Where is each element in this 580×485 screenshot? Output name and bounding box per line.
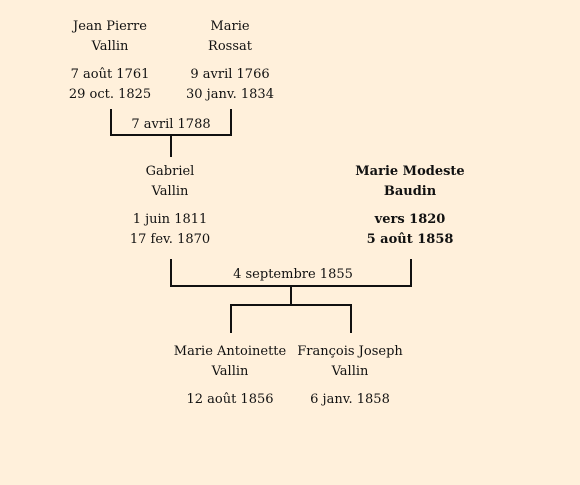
last-name: Baudin [383,184,437,199]
connector-mother-down [410,259,412,287]
death-date: 17 fev. 1870 [129,232,211,247]
last-name: Vallin [331,364,369,379]
person-marie-modeste-baudin: Marie Modeste Baudin vers 1820 5 août 18… [335,162,485,250]
birth-date: 9 avril 1766 [190,67,270,82]
last-name: Vallin [151,184,189,199]
connector-parents-child [290,285,292,305]
first-name: Gabriel [145,164,195,179]
connector-grandparents-child [170,134,172,157]
person-jean-pierre-vallin: Jean Pierre Vallin 7 août 1761 29 oct. 1… [35,17,185,105]
birth-date: 6 janv. 1858 [310,392,390,407]
connector-child-2-down [350,304,352,333]
first-name: Jean Pierre [73,19,147,34]
connector-father-down [170,259,172,287]
first-name: Marie Modeste [355,164,465,179]
birth-date: 1 juin 1811 [132,212,208,227]
death-date: 29 oct. 1825 [68,87,152,102]
connector-children-bar [230,304,352,306]
first-name: Marie Antoinette [173,344,287,359]
connector-grandmother-down [230,109,232,136]
first-name: François Joseph [297,344,403,359]
death-date: 5 août 1858 [366,232,454,247]
last-name: Rossat [208,39,252,54]
connector-child-1-down [230,304,232,333]
marriage-date-grandparents: 7 avril 1788 [124,117,218,133]
birth-date: vers 1820 [374,212,446,227]
marriage-date-parents: 4 septembre 1855 [228,267,358,283]
death-date: 30 janv. 1834 [186,87,274,102]
person-marie-rossat: Marie Rossat 9 avril 1766 30 janv. 1834 [155,17,305,105]
last-name: Vallin [211,364,249,379]
person-francois-joseph-vallin: François Joseph Vallin 6 janv. 1858 [275,342,425,410]
person-gabriel-vallin: Gabriel Vallin 1 juin 1811 17 fev. 1870 [95,162,245,250]
person-marie-antoinette-vallin: Marie Antoinette Vallin 12 août 1856 [155,342,305,410]
connector-grandfather-down [110,109,112,136]
last-name: Vallin [91,39,129,54]
birth-date: 12 août 1856 [186,392,274,407]
first-name: Marie [210,19,250,34]
birth-date: 7 août 1761 [70,67,150,82]
